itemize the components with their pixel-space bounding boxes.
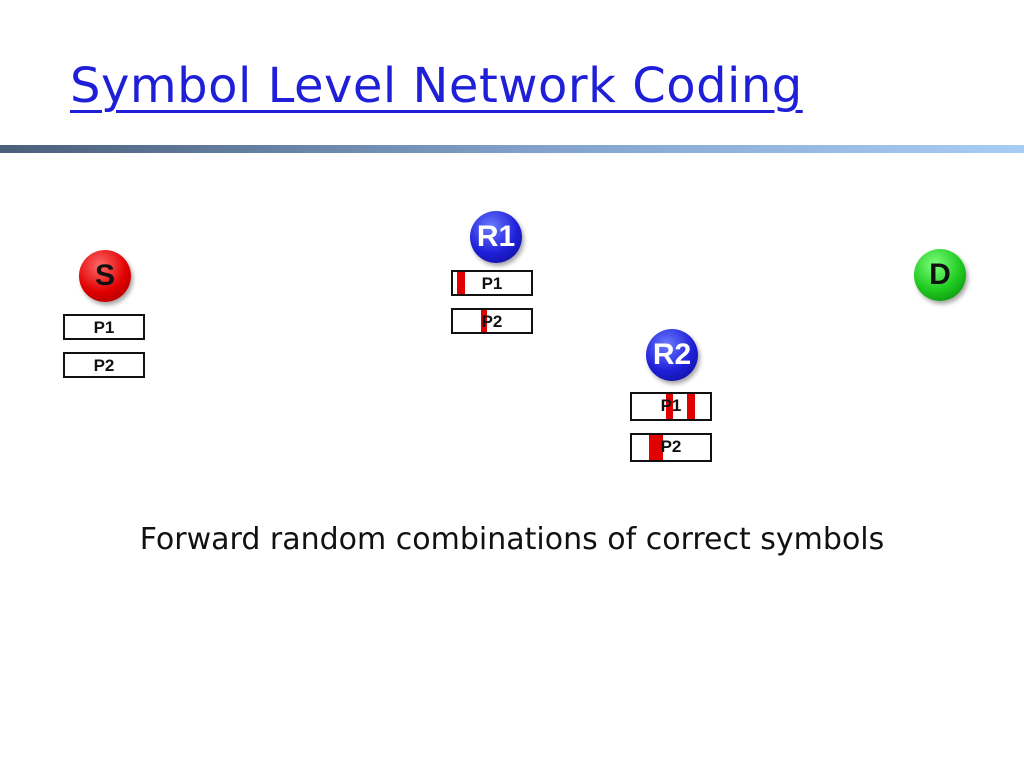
error-symbol-block (687, 394, 695, 419)
router-r2-label: R2 (652, 338, 692, 371)
router-r1-node: R1 (470, 211, 522, 263)
slide-caption: Forward random combinations of correct s… (139, 522, 885, 557)
packet-label: P2 (481, 312, 503, 331)
destination-node-label: D (929, 258, 951, 291)
error-symbol-block (666, 394, 673, 419)
r1-packet-p1: P1 (451, 270, 533, 296)
router-r1-label: R1 (476, 220, 516, 253)
packet-label: P2 (93, 356, 115, 375)
source-node: S (79, 250, 131, 302)
packet-label: P1 (660, 396, 682, 415)
error-symbol-block (481, 310, 487, 332)
packet-label: P2 (660, 437, 682, 456)
packet-label: P1 (481, 274, 503, 293)
title-divider (0, 145, 1024, 153)
source-node-label: S (94, 259, 115, 292)
r2-packet-p1: P1 (630, 392, 712, 421)
r2-packet-p2: P2 (630, 433, 712, 462)
source-packet-p1: P1 (63, 314, 145, 340)
packet-label: P1 (93, 318, 115, 337)
router-r2-node: R2 (646, 329, 698, 381)
r1-packet-p2: P2 (451, 308, 533, 334)
error-symbol-block (457, 272, 465, 294)
source-packet-p2: P2 (63, 352, 145, 378)
error-symbol-block (649, 435, 663, 460)
slide-title: Symbol Level Network Coding (70, 58, 803, 114)
destination-node: D (914, 249, 966, 301)
